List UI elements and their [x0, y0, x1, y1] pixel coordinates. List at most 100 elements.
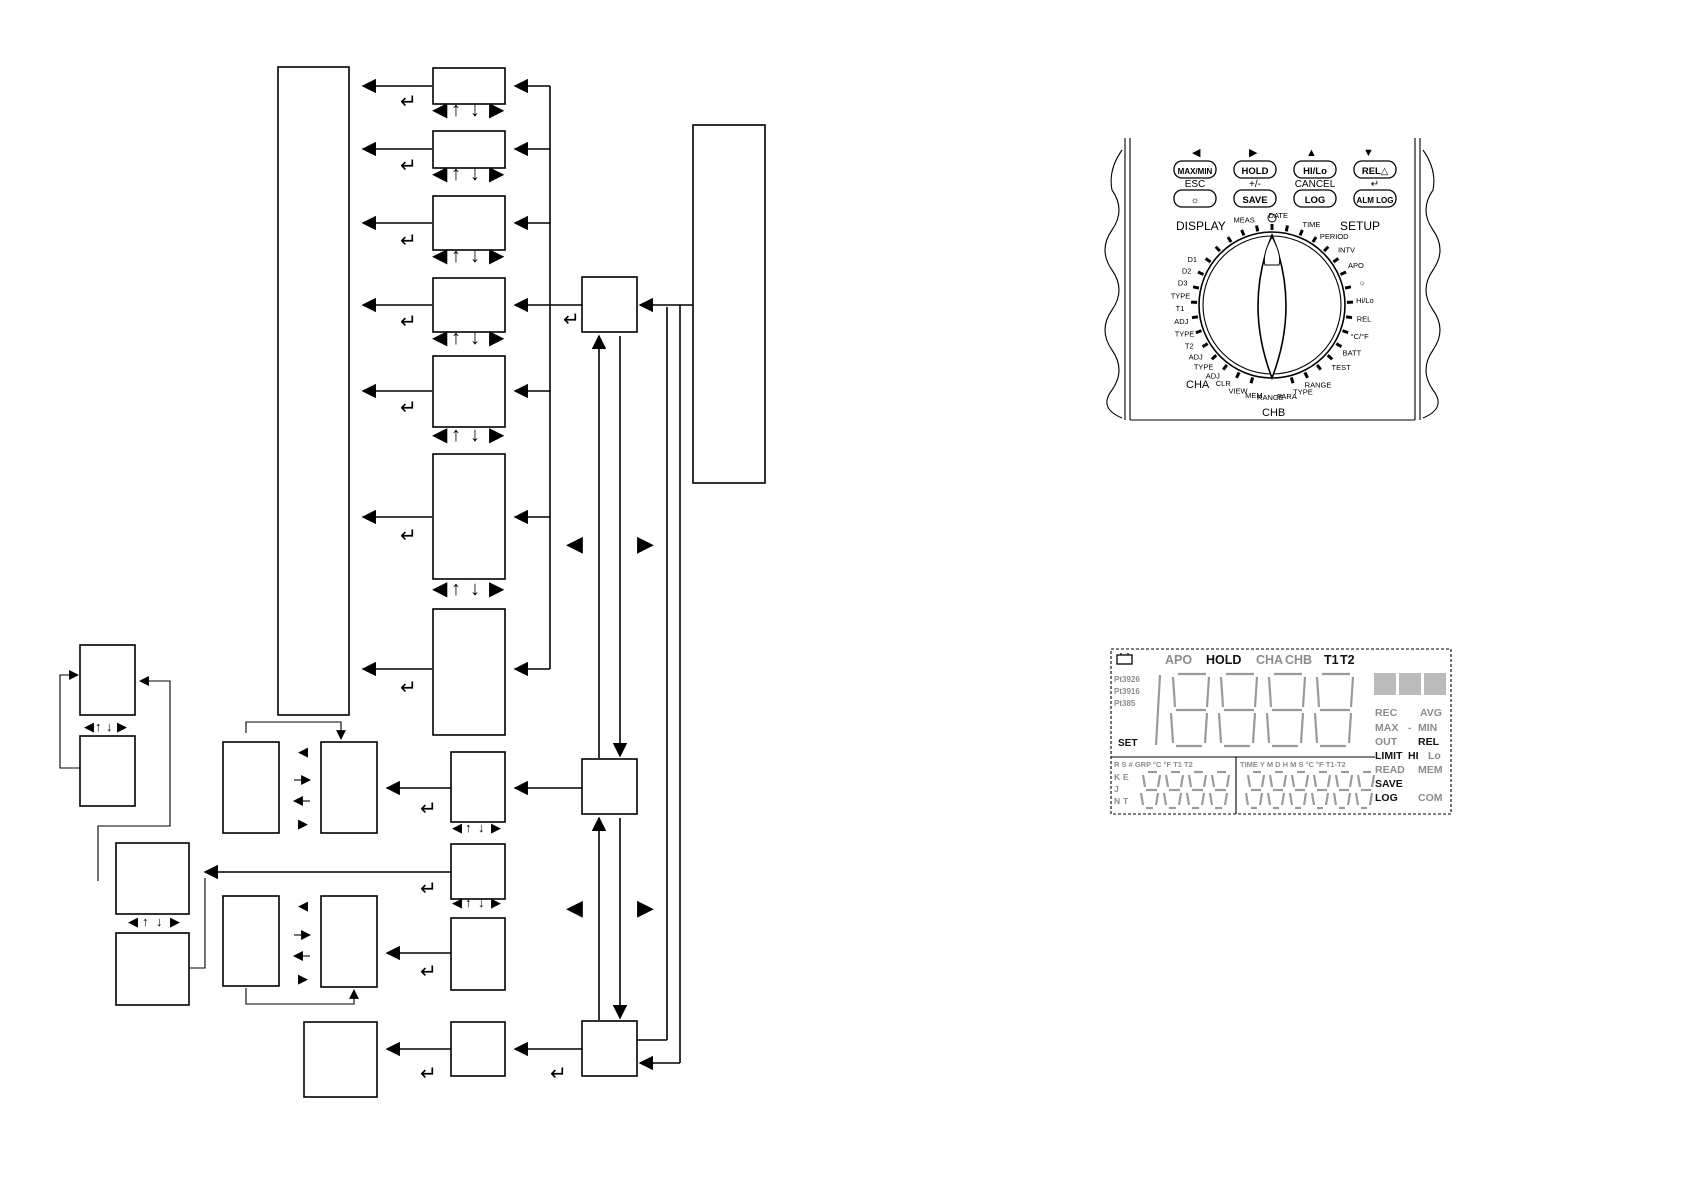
dial-tick: [1222, 363, 1229, 371]
lcd-sub-digits: [1139, 770, 1376, 810]
dial-position-label: TEST: [1332, 363, 1352, 372]
meter-secondary-label: ESC: [1185, 179, 1206, 190]
dial-position-label: PARA: [1277, 392, 1297, 401]
nav-glyph: ↓: [156, 914, 163, 929]
dial-position-label: MEM: [1245, 391, 1263, 400]
dial-tick: [1201, 342, 1209, 349]
grip-left: [1104, 149, 1123, 419]
dial-position-label: TYPE: [1293, 388, 1313, 397]
sub-box-a: [450, 751, 506, 823]
nav-glyph: ◀: [432, 163, 448, 185]
meter-button-row1-0[interactable]: MAX/MIN: [1173, 160, 1217, 179]
lcd-segment: [1217, 712, 1223, 744]
dial-position-label: DATE: [1269, 211, 1288, 220]
nav-glyph: ◀: [432, 245, 448, 267]
dial-position-label: Hi/Lo: [1356, 296, 1374, 305]
pair-box-left-2: [222, 895, 280, 987]
lcd-sensor-label: Pt385: [1114, 699, 1136, 708]
nav-glyph: ↑: [451, 327, 461, 349]
lcd-segment: [1346, 792, 1352, 806]
dial-tick: [1344, 285, 1352, 290]
button-shape[interactable]: [1173, 189, 1217, 208]
meter-button-row2-1[interactable]: SAVE: [1233, 189, 1277, 208]
lcd-segment: [1156, 774, 1162, 788]
dial-position-label: D2: [1182, 267, 1192, 276]
lcd-segment: [1368, 792, 1374, 806]
meter-button-row2-0[interactable]: ☼: [1173, 189, 1217, 208]
lcd-segment: [1332, 792, 1338, 806]
dial-tick: [1195, 329, 1203, 335]
lower-arrows: [203, 780, 582, 1057]
lcd-segment: [1299, 712, 1305, 744]
dial-tick: [1335, 342, 1343, 349]
button-shape[interactable]: [1353, 189, 1397, 208]
menu-to-display-arrows: [361, 78, 432, 677]
dial-pointer: [1263, 235, 1281, 266]
enter-glyph: ↵: [400, 397, 417, 419]
result-box: [303, 1021, 378, 1098]
button-shape[interactable]: [1173, 160, 1217, 179]
cha-label: CHA: [1186, 379, 1210, 391]
lcd-segment: [1251, 712, 1257, 744]
button-shape[interactable]: [1233, 189, 1277, 208]
lcd-segment: [1312, 774, 1318, 788]
enter-glyph: ↵: [400, 155, 417, 177]
lcd-sensor-label: Pt3926: [1114, 675, 1140, 684]
button-row-2[interactable]: ☼ SAVE LOG ALM LOG: [1173, 189, 1397, 208]
nav-glyph: ◀: [84, 719, 94, 734]
meter-button-row1-1[interactable]: HOLD: [1233, 160, 1277, 179]
meter-button-row2-3[interactable]: ALM LOG: [1353, 189, 1397, 208]
menu-box-6: [432, 453, 506, 580]
dial-tick: [1191, 315, 1199, 320]
button-shape[interactable]: [1293, 160, 1337, 179]
nav-glyph: ◀: [432, 424, 448, 446]
vertical-nav-arrows: [591, 334, 628, 1020]
lcd-segment: [1280, 792, 1286, 806]
button-shape[interactable]: [1233, 160, 1277, 179]
lcd-segment: [1202, 774, 1208, 788]
lcd-segment: [1179, 774, 1185, 788]
nav-glyph: ↓: [470, 327, 480, 349]
nav-glyph: ↑: [451, 99, 461, 121]
meter-button-row1-3[interactable]: REL△: [1353, 160, 1397, 179]
meter-secondary-label: +/-: [1249, 179, 1261, 190]
top-arrow-glyph: ▲: [1306, 147, 1317, 159]
meter-button-row2-2[interactable]: LOG: [1293, 189, 1337, 208]
nav-glyph: ↓: [478, 895, 485, 910]
lcd-segment: [1187, 774, 1193, 788]
lcd-segment: [1324, 792, 1330, 806]
nav-glyph: ↓: [470, 99, 480, 121]
enter-glyph: ↵: [420, 878, 437, 900]
dial-position-label: RANGE: [1257, 393, 1284, 402]
dial-ticks: [1190, 224, 1354, 384]
lcd-top-label: CHB: [1285, 653, 1312, 667]
nav-glyph: ↓: [106, 719, 113, 734]
enter-glyph: ↵: [400, 677, 417, 699]
dial-tick: [1323, 245, 1330, 253]
right-arrow-glyph: ▶: [298, 816, 308, 831]
lcd-digit: [1185, 770, 1208, 810]
button-row-1[interactable]: MAX/MIN HOLD HI/Lo REL△: [1173, 160, 1397, 179]
dial-position-label: ☼: [1359, 278, 1366, 287]
lcd-segment: [1282, 774, 1288, 788]
lcd-segment: [1210, 774, 1216, 788]
enter-glyph: ↵: [550, 1063, 567, 1085]
tall-menu-box: [692, 124, 766, 484]
lcd-digit: [1266, 770, 1288, 810]
button-label: HOLD: [1242, 166, 1269, 177]
button-shape[interactable]: [1353, 160, 1397, 179]
lcd-segment: [1260, 774, 1266, 788]
dial-knob[interactable]: [1257, 232, 1287, 381]
lcd-digit: [1288, 770, 1310, 810]
dial-position-label: D1: [1188, 255, 1198, 264]
nav-glyph: ▶: [489, 163, 505, 185]
lcd-sensor-label: Pt3916: [1114, 687, 1140, 696]
dial-tick: [1339, 270, 1347, 276]
lcd-segment: [1139, 792, 1145, 806]
button-shape[interactable]: [1293, 189, 1337, 208]
nav-glyph: ▶: [489, 424, 505, 446]
lcd-function-label: MAX: [1375, 722, 1398, 734]
meter-button-row1-2[interactable]: HI/Lo: [1293, 160, 1337, 179]
